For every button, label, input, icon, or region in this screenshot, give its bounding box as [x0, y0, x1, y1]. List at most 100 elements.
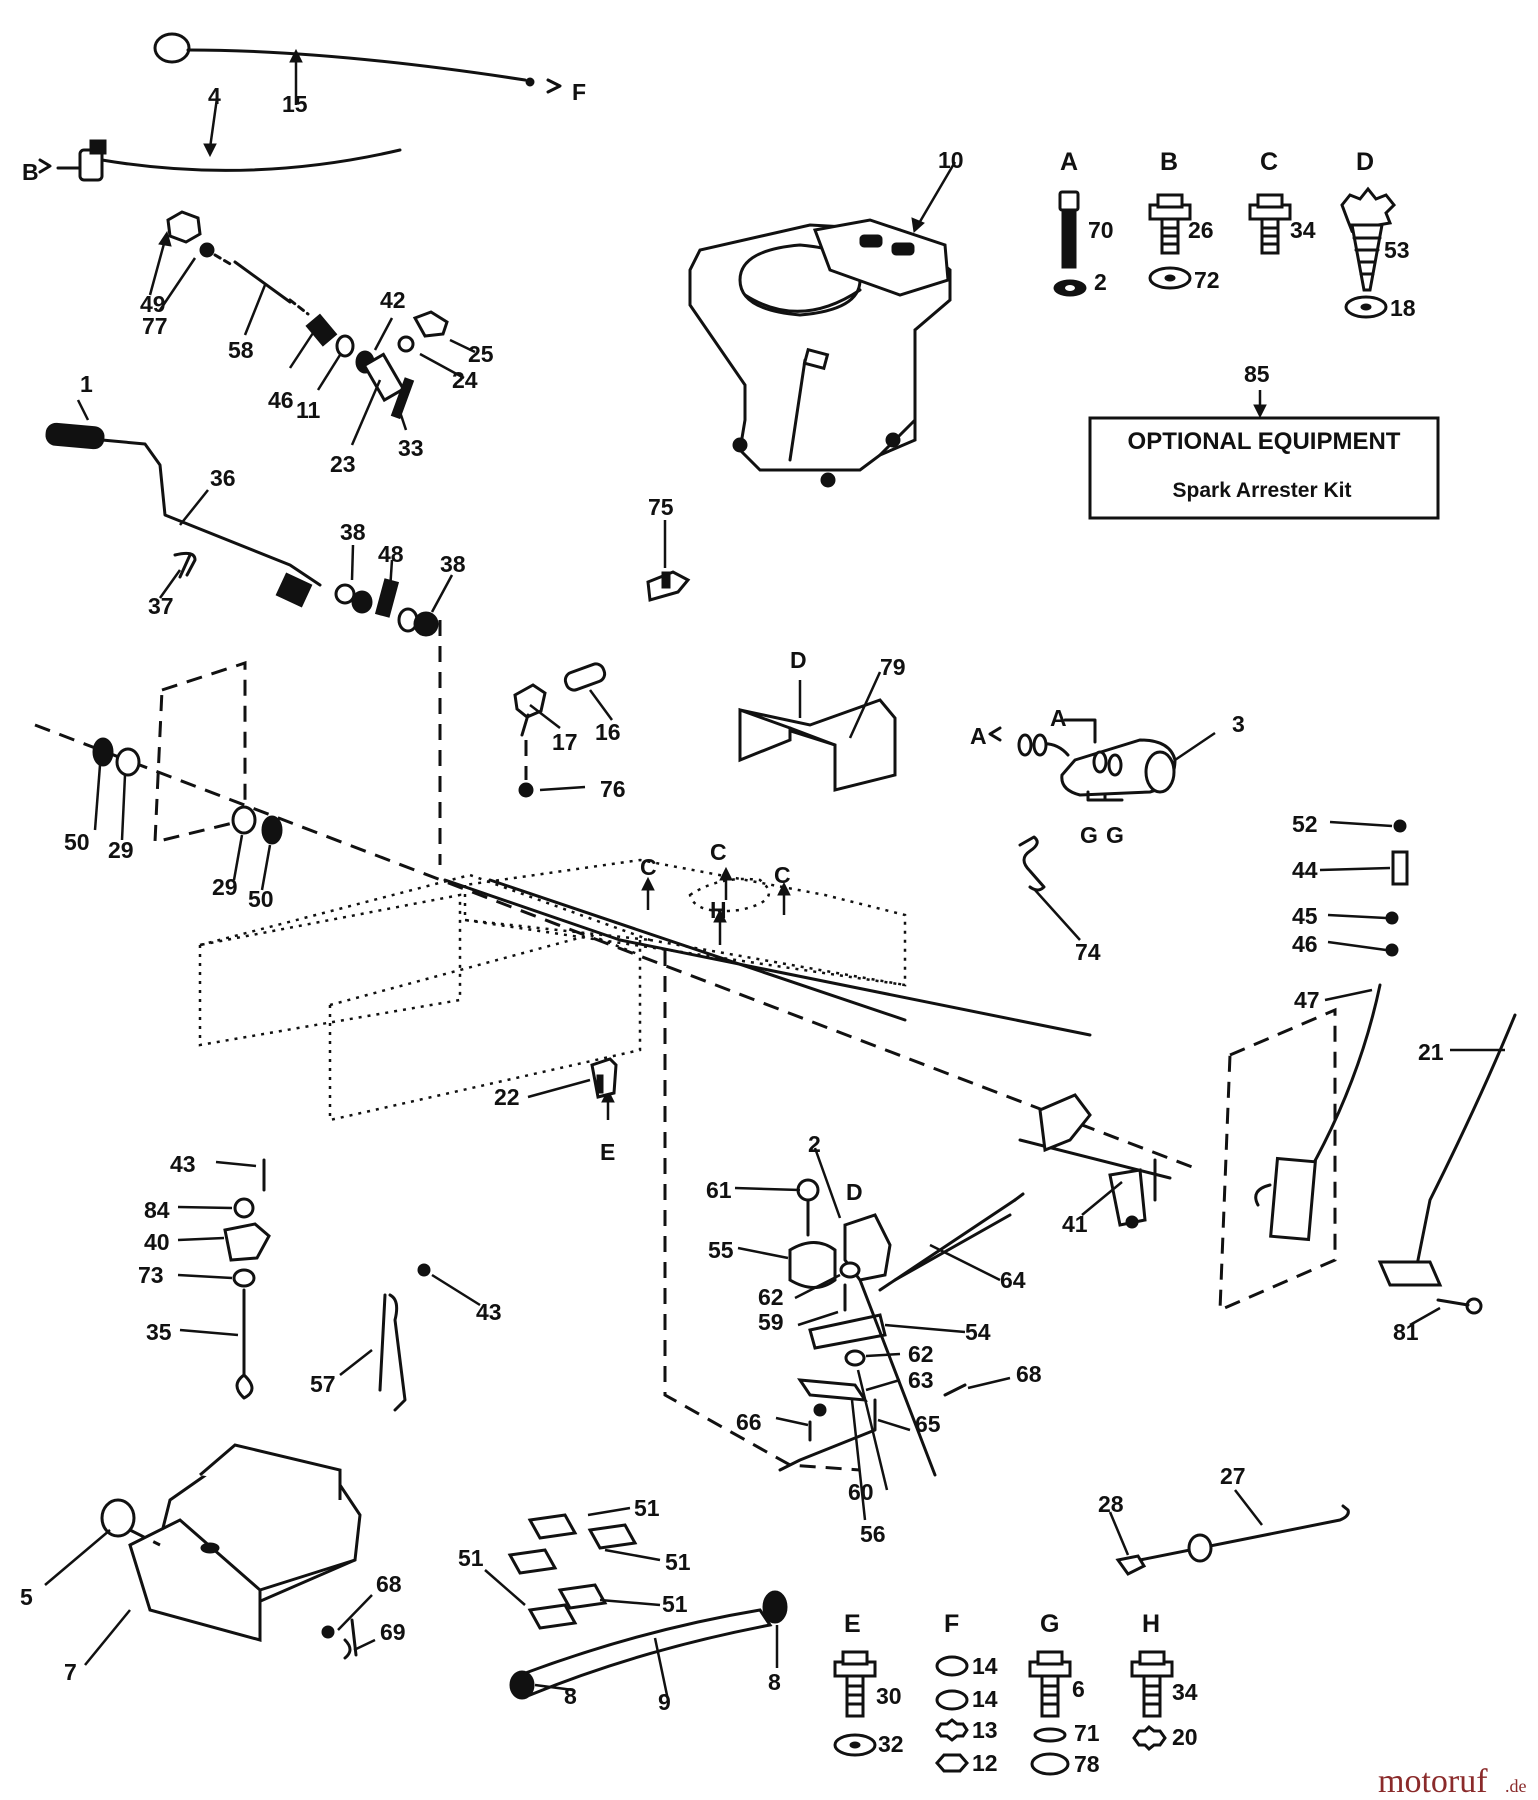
group-a-letter: A: [1060, 148, 1078, 176]
hw-c-34: 34: [1290, 217, 1316, 243]
bracket-75: [646, 570, 691, 602]
lever-47: [1254, 819, 1409, 1242]
callout-23: 79: [880, 654, 906, 680]
pivot-left: [34, 620, 1201, 1172]
pointer-markers: [601, 866, 791, 1120]
callout-37: C: [710, 839, 727, 865]
callout-31: G: [1106, 822, 1124, 848]
callout-72: 56: [860, 1521, 886, 1547]
hw-f-14b: 14: [972, 1686, 998, 1712]
callout-18: 48: [378, 541, 404, 567]
engine-10: [688, 218, 952, 488]
bracket-74: [1018, 835, 1046, 892]
callout-32: 50: [64, 829, 90, 855]
lever-21: [1377, 1013, 1517, 1315]
callout-73: 27: [1220, 1463, 1246, 1489]
callout-84: 9: [658, 1689, 671, 1715]
hw-d-18: 18: [1390, 295, 1416, 321]
callout-24: 17: [552, 729, 578, 755]
hw-g-78: 78: [1074, 1751, 1100, 1777]
callout-64: 64: [1000, 1267, 1026, 1293]
callout-11: 46: [268, 387, 294, 413]
group-e-letter: E: [844, 1610, 861, 1638]
group-b-letter: B: [1160, 148, 1178, 176]
callout-55: D: [846, 1179, 863, 1205]
callout-30: G: [1080, 822, 1098, 848]
callout-53: 35: [146, 1319, 172, 1345]
callout-68: 57: [310, 1371, 336, 1397]
callout-83: 8: [564, 1683, 577, 1709]
group-h-letter: H: [1142, 1610, 1160, 1638]
callout-7: 58: [228, 337, 254, 363]
callout-77: 51: [662, 1591, 688, 1617]
callout-13: 23: [330, 451, 356, 477]
callout-46: 22: [494, 1084, 520, 1110]
deflector-79: [738, 698, 897, 792]
hardware-group-headers: A B C D E F G H: [844, 148, 1374, 1638]
callout-19: 38: [440, 551, 466, 577]
callout-15: 1: [80, 371, 93, 397]
hw-f-14a: 14: [972, 1653, 998, 1679]
callout-49: 43: [170, 1151, 196, 1177]
callout-66: 81: [1393, 1319, 1419, 1345]
watermark: motoruf .de: [1378, 1763, 1527, 1800]
callout-82: 69: [380, 1619, 406, 1645]
callout-62: 63: [908, 1367, 934, 1393]
callout-0: 15: [282, 91, 308, 117]
callout-81: 68: [376, 1571, 402, 1597]
callout-26: 76: [600, 776, 626, 802]
group-g-letter: G: [1040, 1610, 1059, 1638]
callout-21: 75: [648, 494, 674, 520]
optional-equipment-title: OPTIONAL EQUIPMENT: [1128, 428, 1401, 455]
callout-12: 11: [296, 397, 321, 423]
hw-g-6: 6: [1072, 1676, 1085, 1702]
throttle-control-parts: [166, 210, 449, 420]
callout-69: 66: [736, 1409, 762, 1435]
clip-22: [590, 1057, 618, 1099]
muffler-3: [988, 718, 1177, 802]
callout-63: 68: [1016, 1361, 1042, 1387]
callout-45: 47: [1294, 987, 1320, 1013]
callout-3: B: [22, 159, 39, 185]
callout-43: 45: [1292, 903, 1318, 929]
callout-5: 49: [140, 291, 166, 317]
callout-54: 2: [808, 1131, 821, 1157]
hardware-f: [935, 1655, 969, 1773]
callout-1: F: [572, 79, 586, 105]
callout-14: 33: [398, 435, 424, 461]
hw-g-71: 71: [1074, 1720, 1100, 1746]
hw-h-20: 20: [1172, 1724, 1198, 1750]
callout-44: 46: [1292, 931, 1318, 957]
callout-48: 21: [1418, 1039, 1444, 1065]
callout-67: 43: [476, 1299, 502, 1325]
hardware-c: [1248, 193, 1292, 255]
callout-40: 74: [1075, 939, 1101, 965]
callout-33: 29: [108, 837, 134, 863]
callout-76: 51: [665, 1549, 691, 1575]
hw-e-32: 32: [878, 1731, 904, 1757]
callout-57: 55: [708, 1237, 734, 1263]
callout-79: 5: [20, 1584, 33, 1610]
hardware-h: [1130, 1650, 1174, 1752]
choke-cable-4: [38, 139, 402, 182]
hw-a-2: 2: [1094, 269, 1107, 295]
watermark-brand: motoruf: [1378, 1763, 1488, 1800]
optional-equipment-number: 85: [1244, 361, 1270, 387]
hw-a-70: 70: [1088, 217, 1114, 243]
callout-50: 84: [144, 1197, 170, 1223]
optional-equipment-box: [1088, 416, 1440, 520]
callout-52: 73: [138, 1262, 164, 1288]
callout-51: 40: [144, 1229, 170, 1255]
callout-75: 51: [634, 1495, 660, 1521]
center-lower-parts: [663, 950, 1025, 1477]
callout-58: 62: [758, 1284, 784, 1310]
callout-28: A: [1050, 705, 1067, 731]
callout-2: 4: [208, 83, 221, 109]
callout-61: 62: [908, 1341, 934, 1367]
callout-9: 25: [468, 341, 494, 367]
callout-71: 60: [848, 1479, 874, 1505]
callout-39: H: [710, 897, 727, 923]
hardware-g: [1028, 1650, 1072, 1776]
